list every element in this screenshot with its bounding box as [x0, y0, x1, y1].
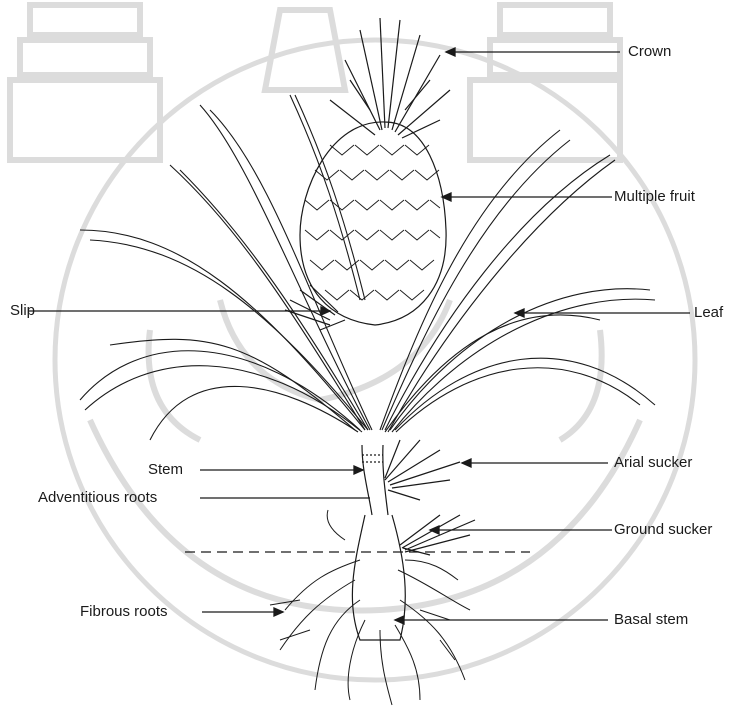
ground-sucker-shoot [400, 515, 475, 555]
watermark-seal [10, 5, 695, 680]
label-arial-sucker: Arial sucker [614, 454, 692, 472]
label-stem: Stem [148, 461, 183, 479]
label-fibrous-roots: Fibrous roots [80, 603, 168, 621]
label-leaf: Leaf [694, 304, 723, 322]
label-ground-sucker: Ground sucker [614, 521, 712, 539]
leader-lines [28, 48, 690, 624]
fruit-body [300, 122, 446, 325]
aerial-sucker-shoot [385, 440, 460, 500]
label-crown: Crown [628, 43, 671, 61]
label-slip: Slip [10, 302, 35, 320]
crown-leaves [330, 18, 450, 138]
label-adventitious-roots: Adventitious roots [38, 489, 157, 507]
label-basal-stem: Basal stem [614, 611, 688, 629]
label-multiple-fruit: Multiple fruit [614, 188, 695, 206]
